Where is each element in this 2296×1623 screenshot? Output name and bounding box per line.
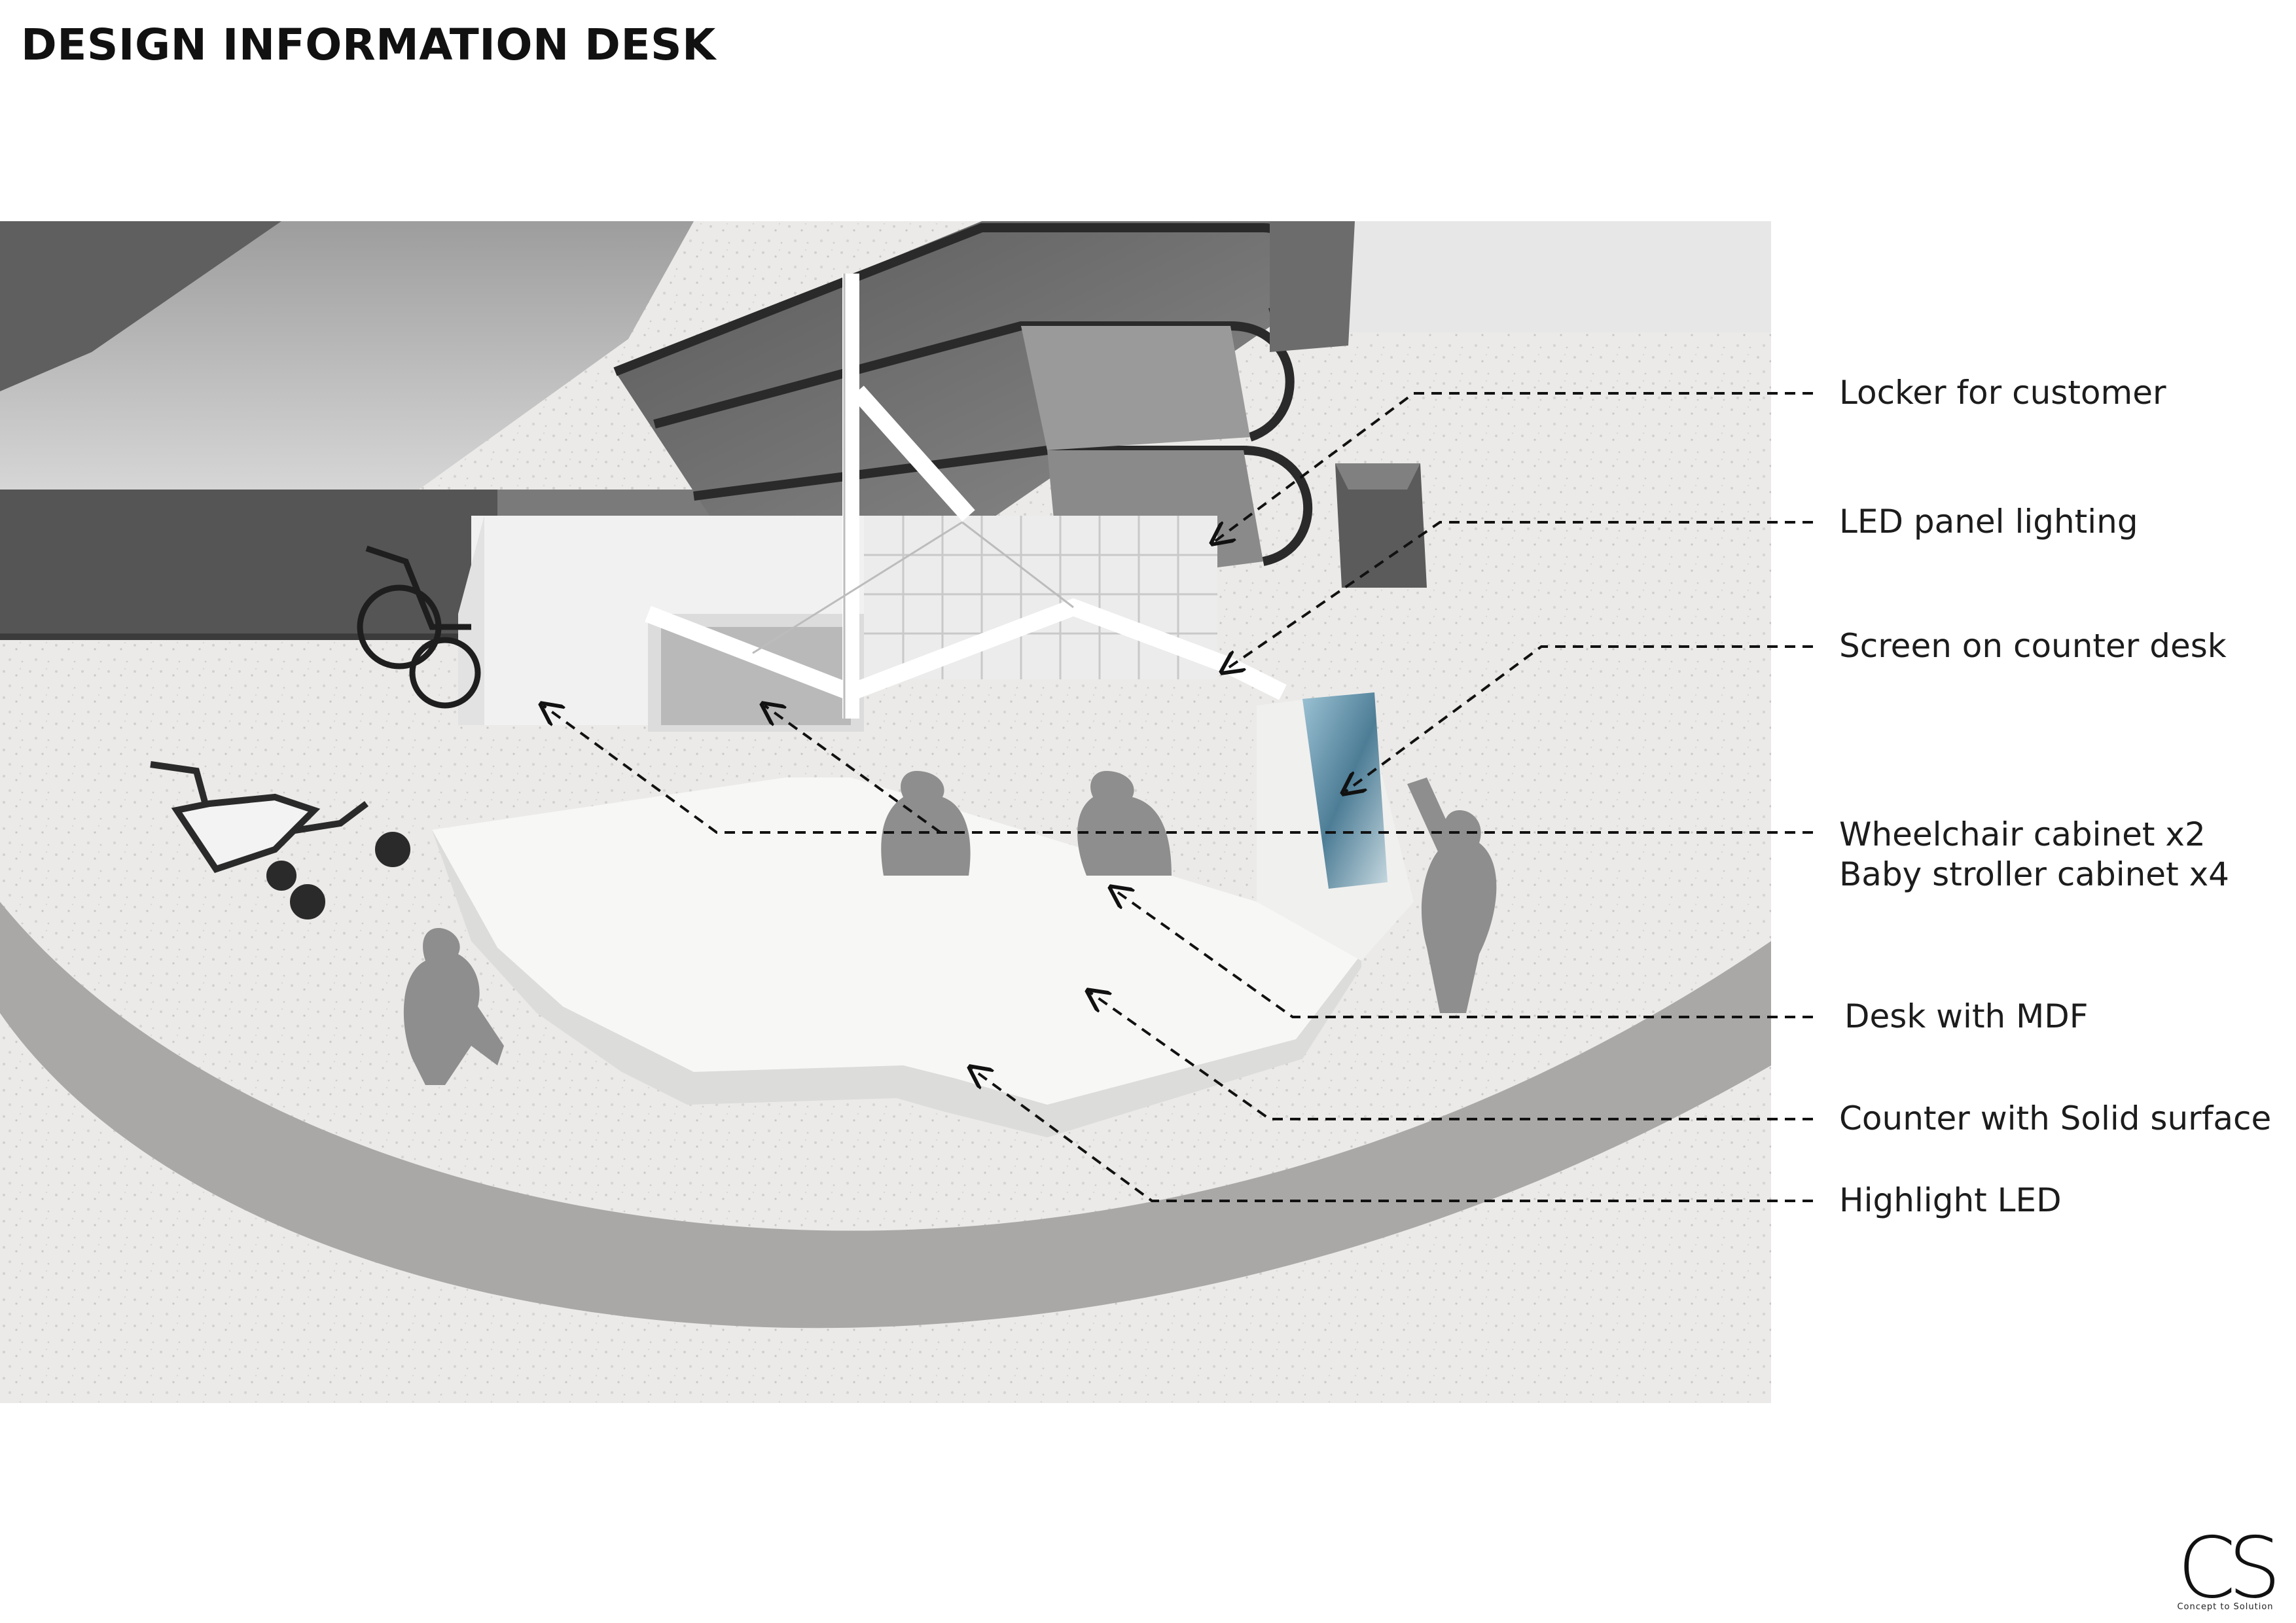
callout-led-panel: LED panel lighting — [1839, 503, 2138, 541]
desk-rendering — [0, 221, 1771, 1403]
callout-wheelchair-cabinet: Wheelchair cabinet x2 — [1839, 815, 2206, 853]
baby-stroller — [150, 761, 410, 919]
callout-highlight-led: Highlight LED — [1839, 1181, 2062, 1219]
svg-text:CS: CS — [2178, 1520, 2274, 1616]
led-frame-outline — [752, 274, 1074, 719]
callout-screen: Screen on counter desk — [1839, 627, 2227, 665]
callout-counter: Counter with Solid surface — [1839, 1099, 2272, 1137]
rendering-illustration — [0, 221, 1771, 1403]
wheelchair — [357, 545, 481, 709]
logo-tagline: Concept to Solution — [2177, 1602, 2274, 1612]
walkway-band — [0, 902, 1771, 1329]
callout-locker: Locker for customer — [1839, 374, 2166, 412]
callout-desk: Desk with MDF — [1844, 997, 2089, 1035]
company-logo: CS — [2178, 1520, 2282, 1616]
callout-stroller-cabinet: Baby stroller cabinet x4 — [1839, 855, 2229, 893]
page-title: DESIGN INFORMATION DESK — [21, 20, 716, 70]
